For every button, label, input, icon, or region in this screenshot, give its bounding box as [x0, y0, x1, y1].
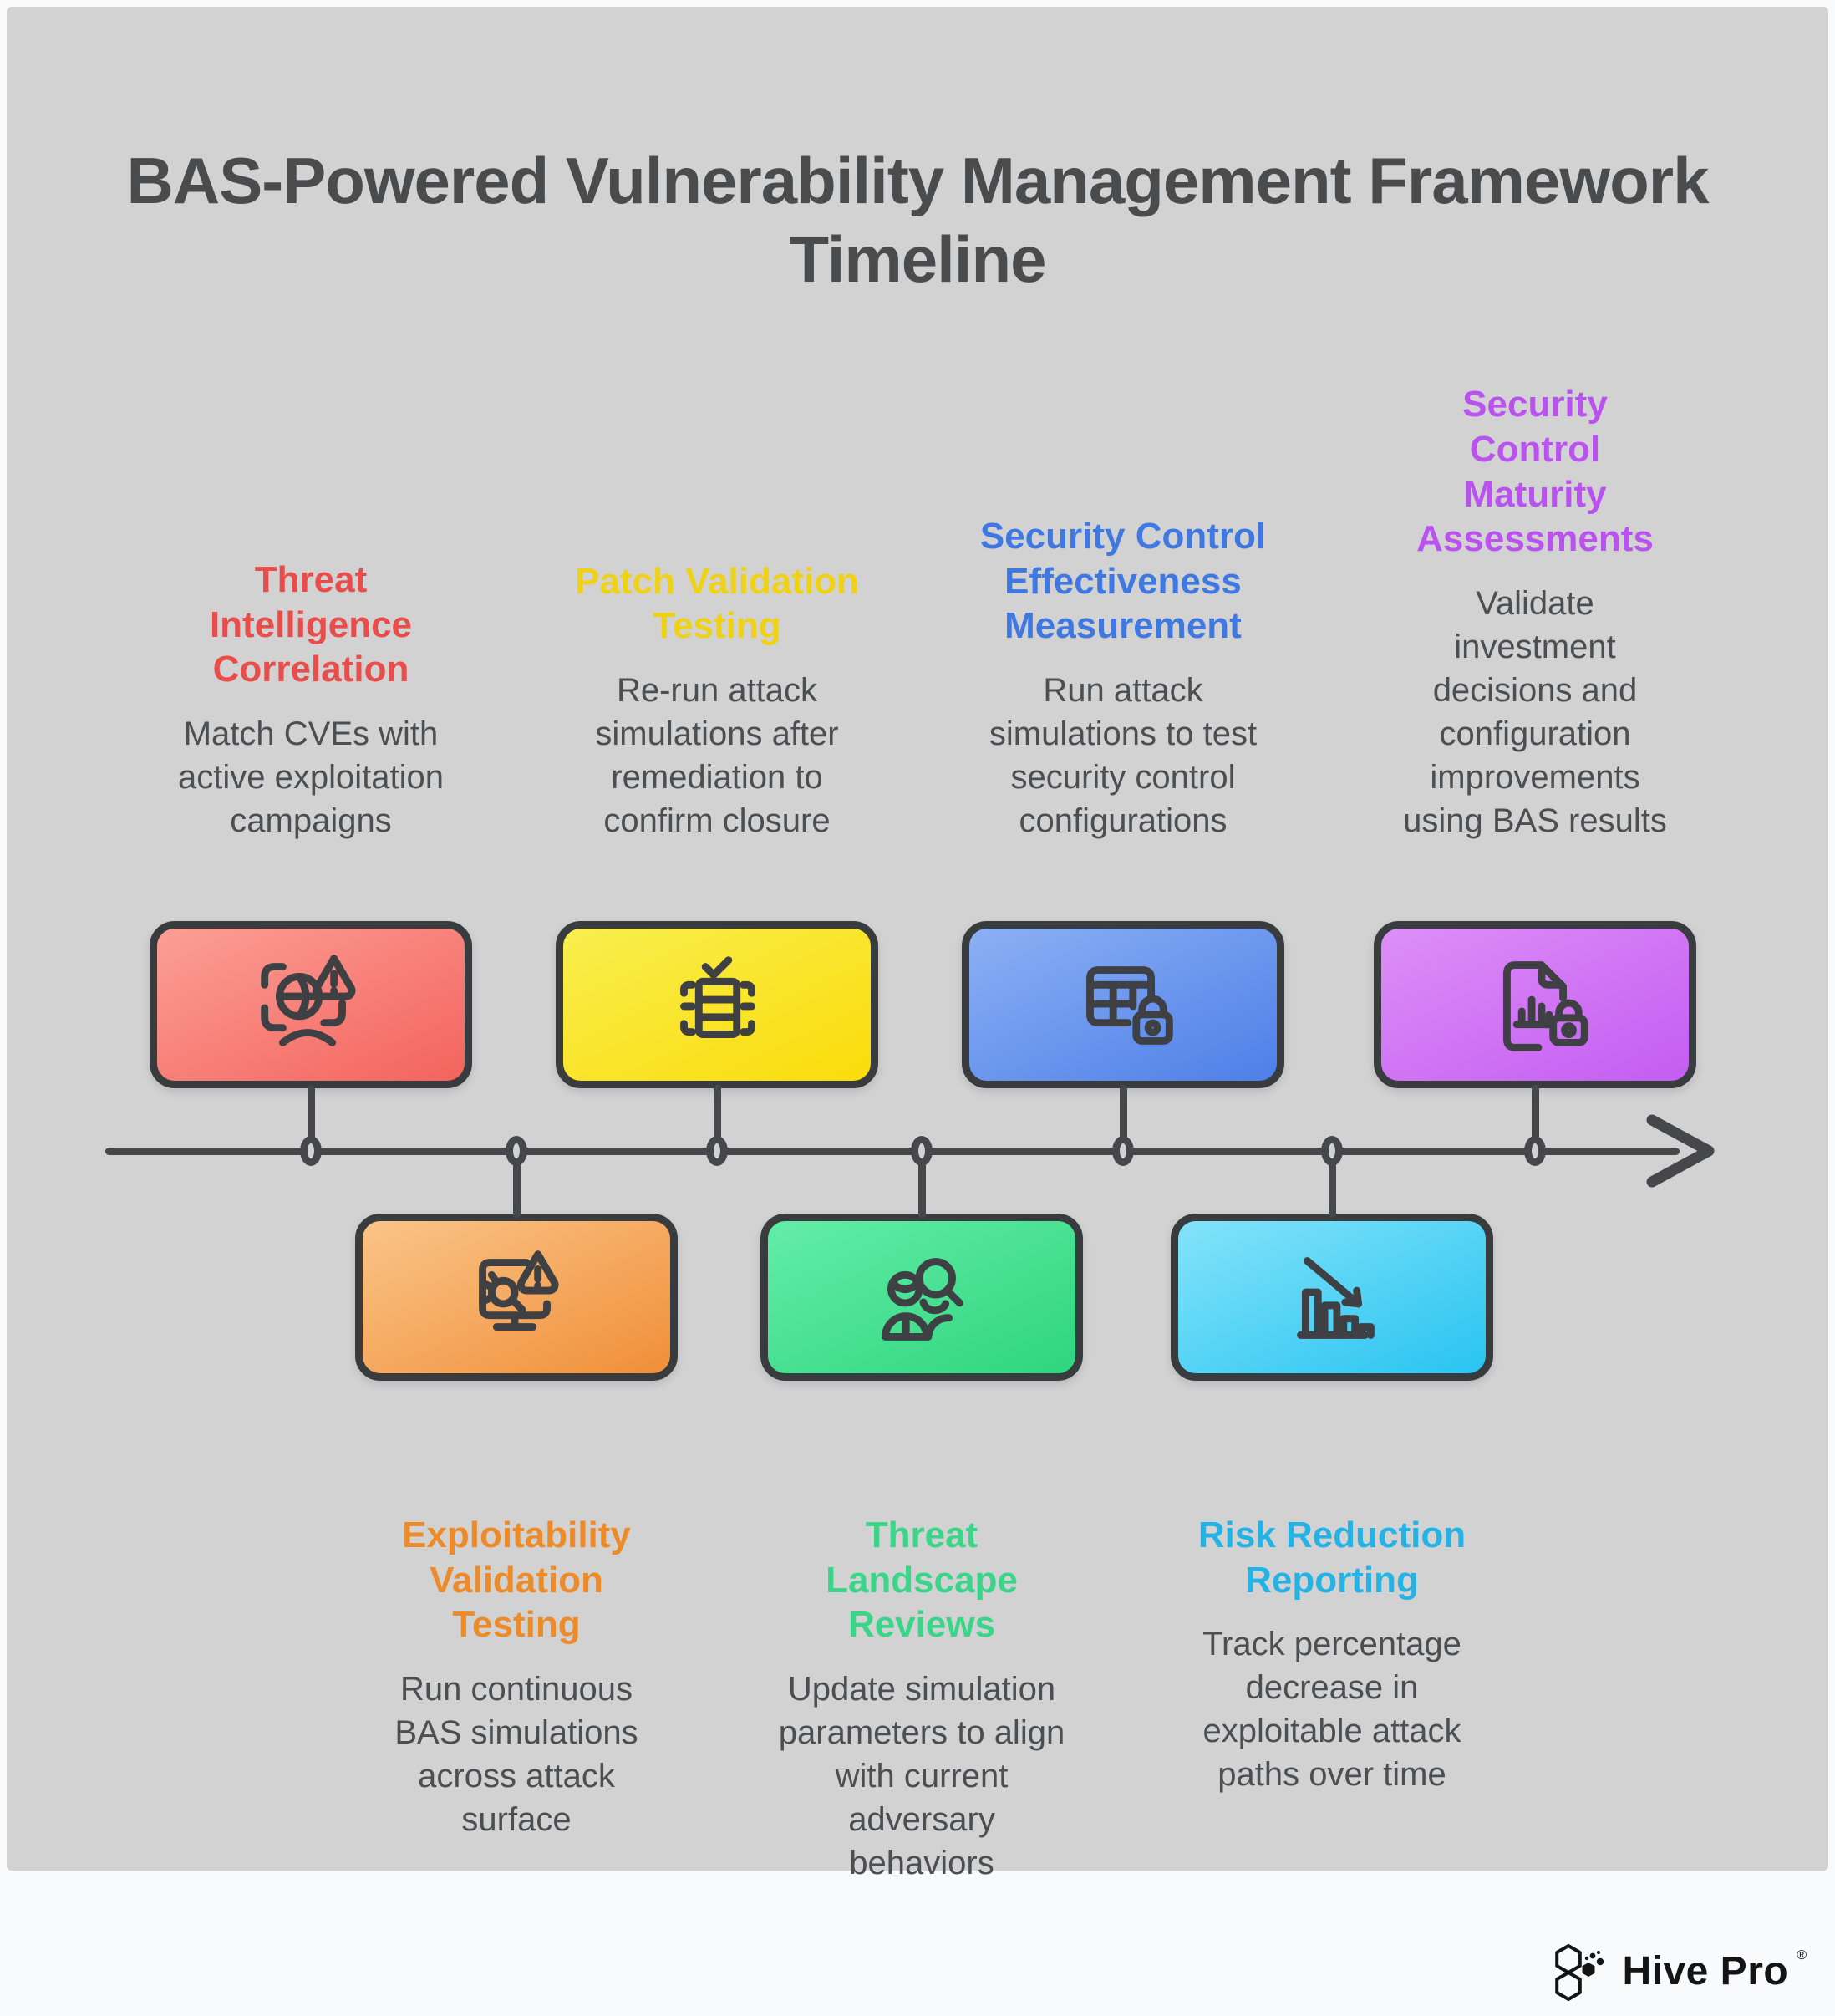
report-chart-lock-icon [1502, 961, 1588, 1051]
firewall-table-lock-icon [1086, 966, 1173, 1045]
hive-pro-hexagon-icon [1555, 1944, 1604, 2001]
milestone-column-threat-landscape: Threat Landscape Reviews Update simulati… [771, 1513, 1072, 1885]
milestone-icon-box [1171, 1214, 1493, 1381]
milestone-title: Threat Landscape Reviews [826, 1515, 1018, 1646]
milestone-icon-box [1374, 921, 1696, 1088]
milestone-description: Run continuous BAS simulations across at… [394, 1671, 638, 1839]
timeline-node [300, 1136, 322, 1166]
milestone-title: Patch Validation Testing [575, 560, 859, 647]
milestone-column-exploitability-validation: Exploitability Validation Testing Run co… [366, 1513, 667, 1841]
timeline-node [911, 1136, 933, 1166]
timeline-node [1524, 1136, 1546, 1166]
milestone-title: Security Control Effectiveness Measureme… [979, 515, 1267, 647]
brand-name: Hive Pro [1622, 1948, 1789, 1993]
milestone-icon-box [556, 921, 878, 1088]
connector [1532, 1085, 1539, 1152]
milestone-title: Risk Reduction Reporting [1197, 1515, 1466, 1601]
people-search-icon [882, 1258, 963, 1341]
milestone-description: Re-run attack simulations after remediat… [595, 672, 839, 839]
brand-logo: Hive Pro ® [1543, 1936, 1807, 2006]
timeline-node [1112, 1136, 1134, 1166]
connector [918, 1151, 926, 1218]
connector [714, 1085, 721, 1152]
milestone-description: Validate investment decisions and config… [1403, 585, 1667, 839]
milestone-title: Threat Intelligence Correlation [209, 558, 413, 690]
connector [1120, 1085, 1127, 1152]
milestone-title: Exploitability Validation Testing [402, 1515, 631, 1646]
timeline-line [105, 1148, 1680, 1155]
milestone-icon-box [760, 1214, 1083, 1381]
milestone-icon-box [150, 921, 472, 1088]
registered-mark: ® [1797, 1948, 1807, 1963]
declining-bar-chart-arrow-icon [1297, 1257, 1375, 1339]
milestone-description: Track percentage decrease in exploitable… [1202, 1626, 1461, 1794]
timeline-arrow-icon [1646, 1114, 1715, 1188]
milestone-column-threat-intelligence: Threat Intelligence Correlation Match CV… [156, 557, 465, 843]
globe-scan-warning-icon [261, 955, 356, 1046]
timeline-node [506, 1136, 527, 1166]
milestone-description: Match CVEs with active exploitation camp… [178, 715, 444, 839]
milestone-icon-box [962, 921, 1284, 1088]
milestone-column-maturity-assessments: Security Control Maturity Assessments Va… [1397, 382, 1673, 843]
page-title: BAS-Powered Vulnerability Management Fra… [126, 144, 1710, 296]
timeline-node [1321, 1136, 1343, 1166]
milestone-description: Update simulation parameters to align wi… [778, 1671, 1065, 1882]
patched-server-check-icon [680, 956, 755, 1038]
timeline-node [706, 1136, 728, 1166]
milestone-column-patch-validation: Patch Validation Testing Re-run attack s… [558, 559, 876, 843]
milestone-title: Security Control Maturity Assessments [1416, 384, 1654, 560]
connector [1329, 1151, 1336, 1218]
milestone-column-risk-reduction: Risk Reduction Reporting Track percentag… [1173, 1513, 1491, 1796]
milestone-column-control-effectiveness: Security Control Effectiveness Measureme… [968, 514, 1278, 843]
milestone-description: Run attack simulations to test security … [989, 672, 1258, 839]
monitor-bug-warning-icon [479, 1250, 559, 1331]
connector [513, 1151, 521, 1218]
connector [308, 1085, 315, 1152]
milestone-icon-box [355, 1214, 678, 1381]
